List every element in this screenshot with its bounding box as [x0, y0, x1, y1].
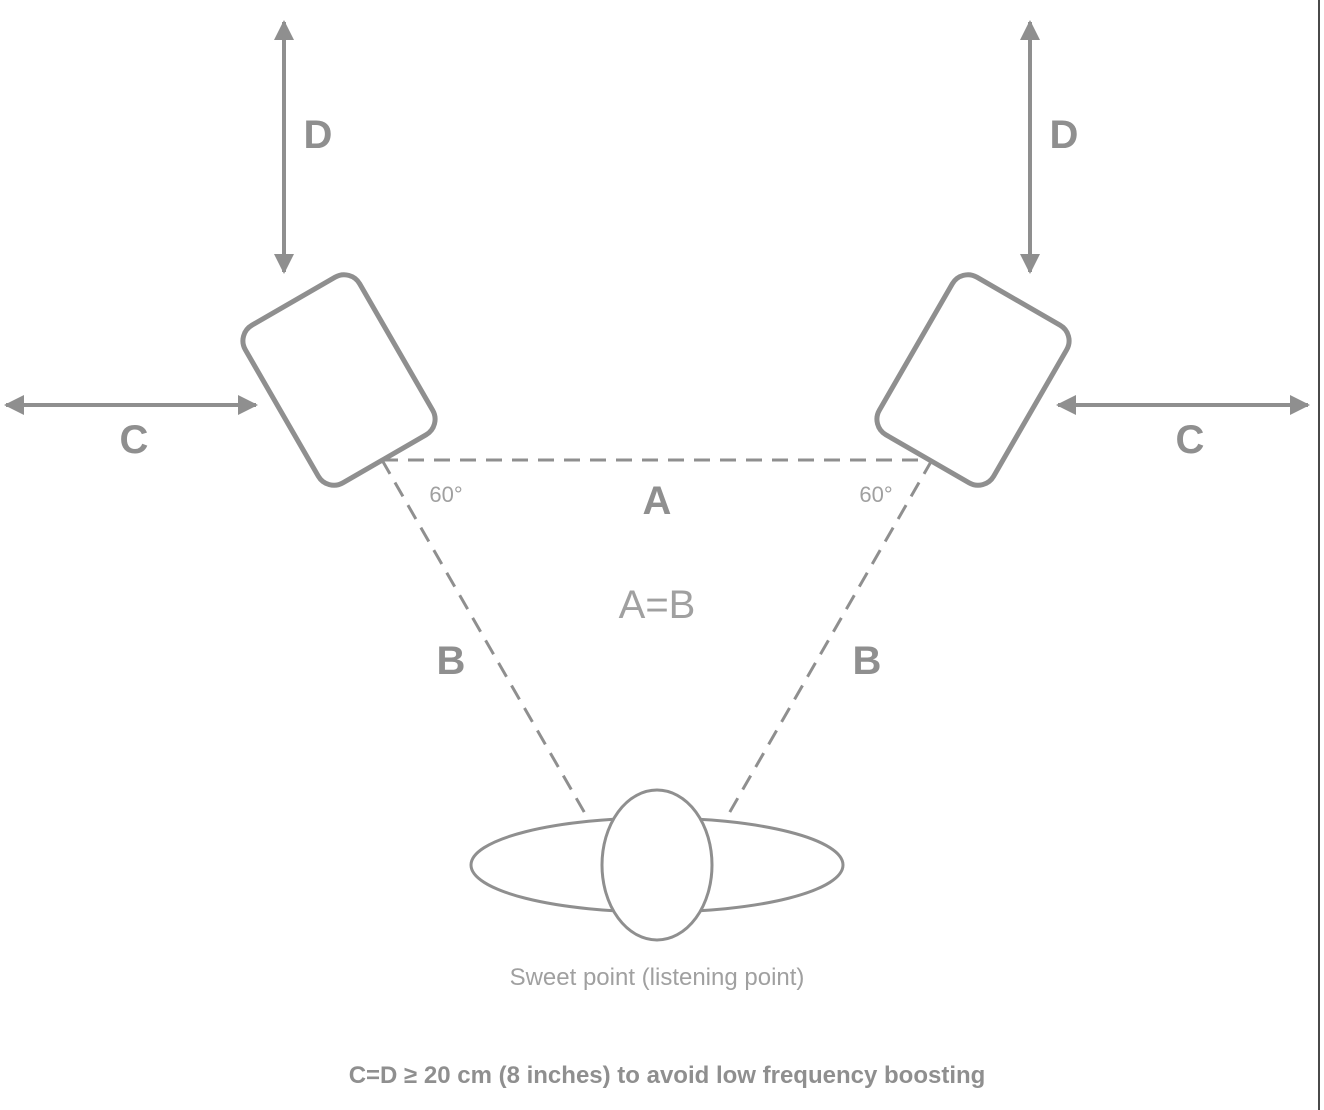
label-angle-left: 60° [429, 482, 462, 507]
label-angle-right: 60° [859, 482, 892, 507]
distance-line-b-right [706, 459, 934, 851]
label-d-left: D [304, 113, 333, 157]
label-d-right: D [1050, 113, 1079, 157]
footnote: C=D ≥ 20 cm (8 inches) to avoid low freq… [349, 1062, 986, 1089]
label-a: A [643, 479, 672, 523]
label-c-right: C [1176, 418, 1205, 462]
label-equality: A=B [619, 583, 696, 627]
right-edge-rule [1318, 0, 1320, 1110]
listener-head [600, 788, 714, 942]
distance-line-b-left [380, 459, 608, 851]
label-listener: Sweet point (listening point) [510, 964, 805, 991]
label-c-left: C [120, 418, 149, 462]
speaker-right [874, 272, 1072, 488]
speaker-left [240, 272, 438, 488]
label-b-left: B [437, 639, 466, 683]
label-b-right: B [853, 639, 882, 683]
